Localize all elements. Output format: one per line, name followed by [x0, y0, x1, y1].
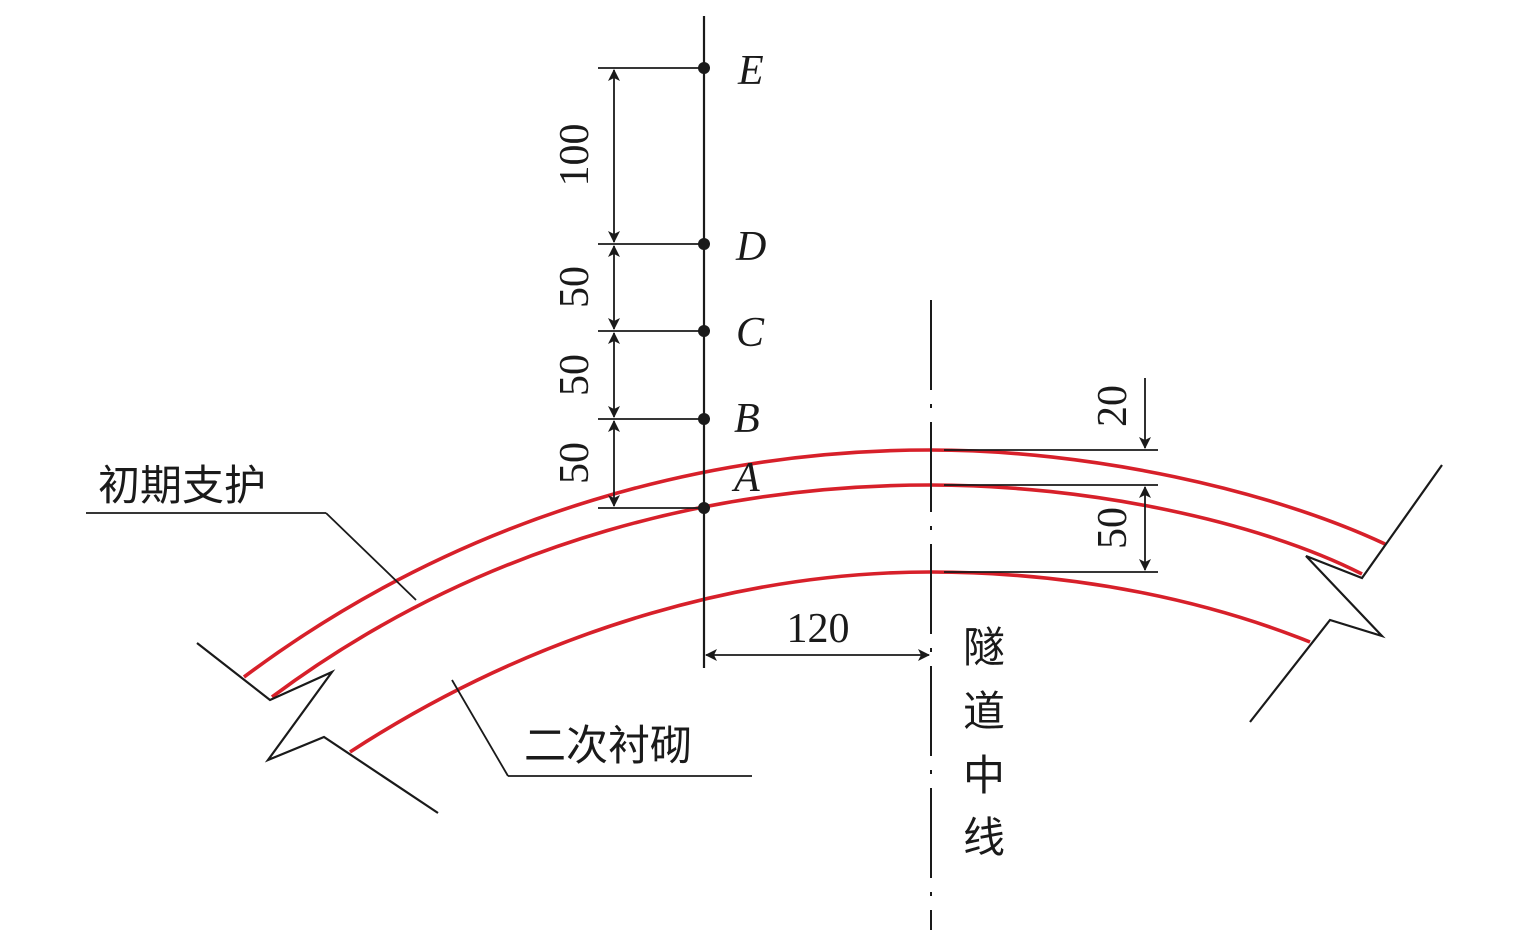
right-break-symbol	[1249, 464, 1443, 723]
point-d-marker	[698, 238, 710, 250]
initial-support-outer-arc	[242, 448, 1386, 679]
dimension-d-c: 50	[552, 266, 598, 308]
secondary-lining-arc	[349, 570, 1311, 754]
point-c-label: C	[736, 310, 765, 356]
point-d-label: D	[735, 224, 766, 270]
initial-support-leader-diagonal	[325, 512, 417, 601]
point-a-label: A	[731, 455, 760, 501]
point-e-marker	[698, 62, 710, 74]
initial-support-inner-arc	[270, 483, 1363, 699]
secondary-lining-label: 二次衬砌	[524, 721, 692, 770]
point-b-label: B	[734, 396, 760, 442]
centerline-label-char-3: 中	[963, 751, 1005, 800]
point-e-label: E	[737, 48, 764, 94]
dimension-b-a: 50	[552, 442, 598, 484]
dimension-thickness: 20	[1090, 385, 1136, 427]
dimension-offset: 120	[787, 606, 850, 652]
dimension-e-d: 100	[552, 124, 598, 187]
point-c-marker	[698, 325, 710, 337]
left-break-symbol	[196, 642, 439, 814]
centerline-label-char-2: 道	[963, 687, 1005, 736]
centerline-label-char-4: 线	[963, 813, 1005, 862]
secondary-lining-leader-diagonal	[451, 679, 509, 777]
point-a-marker	[698, 502, 710, 514]
dimension-c-b: 50	[552, 354, 598, 396]
initial-support-label: 初期支护	[98, 461, 266, 510]
dimension-gap: 50	[1090, 507, 1136, 549]
centerline-label-char-1: 隧	[963, 623, 1005, 672]
point-b-marker	[698, 413, 710, 425]
